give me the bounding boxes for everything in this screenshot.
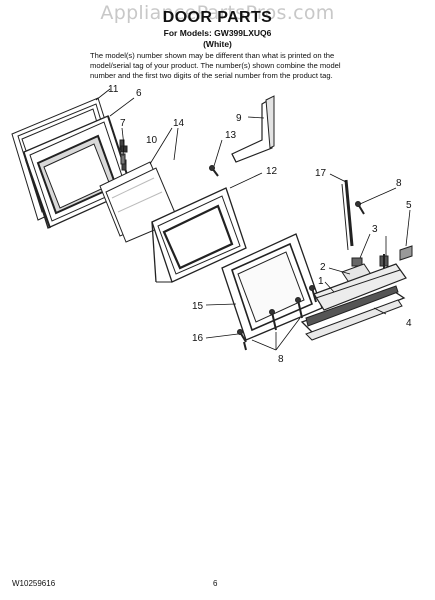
color-line: (White) bbox=[203, 39, 232, 49]
part-8-screws-lower bbox=[269, 285, 317, 331]
callout-17: 17 bbox=[315, 168, 327, 179]
model-note: The model(s) number shown may be differe… bbox=[90, 51, 341, 80]
part-9-bracket bbox=[231, 95, 275, 163]
watermark: AppliancePartsPros.com bbox=[100, 2, 335, 24]
page-number: 6 bbox=[213, 579, 218, 588]
callout-16: 16 bbox=[192, 333, 204, 344]
part-13-screw bbox=[209, 165, 219, 177]
callout-3: 3 bbox=[372, 224, 378, 235]
part-1-handle-channel bbox=[313, 263, 407, 311]
callout-14: 14 bbox=[173, 118, 185, 129]
callout-10: 10 bbox=[146, 135, 158, 146]
callout-12: 12 bbox=[266, 166, 278, 177]
part-4-door-handle bbox=[300, 285, 406, 341]
callout-1: 1 bbox=[318, 276, 324, 287]
part-15-outer-door-panel bbox=[221, 233, 323, 341]
part-16-screw bbox=[237, 329, 247, 351]
callout-5: 5 bbox=[406, 200, 412, 211]
callout-2: 2 bbox=[320, 262, 326, 273]
callout-8-upper: 8 bbox=[396, 178, 402, 189]
leader-lines bbox=[95, 88, 411, 351]
page-title: DOOR PARTS bbox=[162, 9, 273, 26]
part-8-screw-upper bbox=[355, 201, 365, 215]
part-17-latch-rod bbox=[341, 179, 354, 251]
callout-9: 9 bbox=[236, 113, 242, 124]
part-12-door-frame bbox=[151, 187, 247, 283]
part-5-end-cap bbox=[399, 245, 413, 261]
model-line: For Models: GW399LXUQ6 bbox=[163, 28, 272, 38]
callout-8-lower: 8 bbox=[278, 354, 284, 365]
callout-15: 15 bbox=[192, 301, 204, 312]
callout-13: 13 bbox=[225, 130, 237, 141]
callout-4: 4 bbox=[406, 318, 412, 329]
callout-11: 11 bbox=[108, 84, 119, 95]
callout-6: 6 bbox=[136, 88, 142, 99]
callout-7: 7 bbox=[120, 118, 126, 129]
part-3-spacer bbox=[351, 254, 389, 268]
document-number: W10259616 bbox=[12, 579, 56, 588]
